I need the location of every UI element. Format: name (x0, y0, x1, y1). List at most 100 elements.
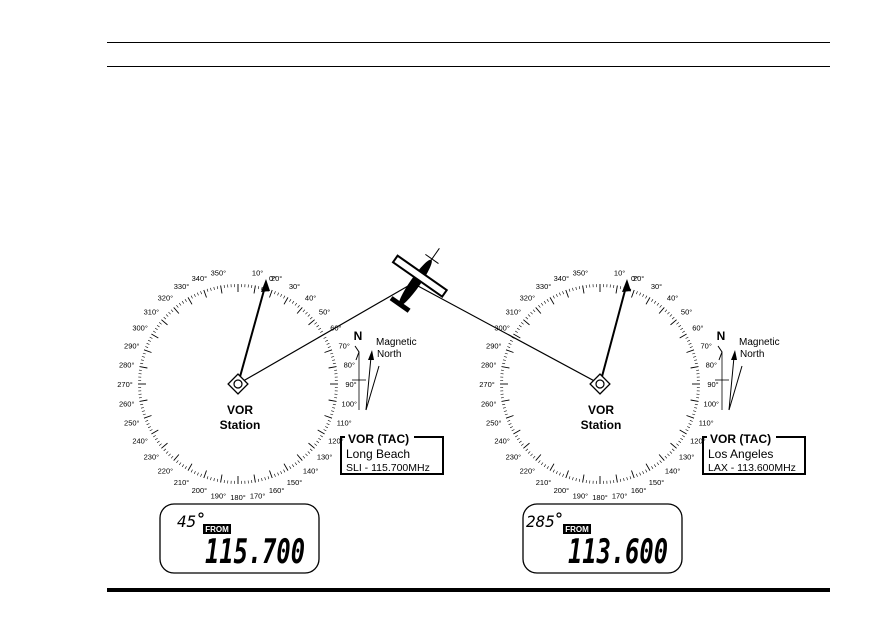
compass-tick (659, 305, 662, 308)
compass-tick (619, 478, 622, 482)
compass-degree-label-left: 120° (328, 437, 344, 446)
compass-tick (515, 435, 518, 438)
compass-tick (509, 339, 513, 342)
compass-tick (559, 472, 561, 476)
compass-tick (178, 302, 182, 306)
compass-degree-label-right: 310° (506, 307, 522, 316)
compass-tick (197, 472, 199, 476)
compass-degree-label-left: 310° (144, 307, 160, 316)
compass-tick (267, 476, 270, 480)
compass-tick (509, 426, 513, 429)
compass-tick (274, 291, 276, 295)
compass-tick (631, 470, 635, 479)
compass-tick (332, 362, 336, 365)
compass-degree-label-left: 110° (337, 419, 352, 428)
compass-tick (139, 366, 148, 369)
compass-tick (540, 462, 544, 466)
info-box-left: VOR (TAC) Long Beach SLI - 115.700MHz (340, 432, 444, 475)
compass-tick (656, 462, 660, 466)
compass-degree-label-right: 40° (667, 293, 678, 302)
compass-tick (305, 311, 308, 315)
compass-tick (687, 339, 691, 342)
compass-degree-label-left: 320° (158, 293, 174, 302)
compass-tick (165, 314, 169, 317)
compass-degree-label-left: 230° (144, 453, 160, 462)
magnetic-north-right: N Magnetic North (715, 329, 780, 411)
compass-tick (642, 293, 645, 297)
station-label-right: Station (581, 418, 622, 432)
compass-degree-label-left: 140° (303, 467, 319, 476)
compass-degree-label-left: 50° (319, 307, 330, 316)
compass-tick (159, 322, 162, 325)
compass-tick (535, 307, 542, 314)
lcd-mode-badge-right (563, 524, 591, 534)
compass-tick (642, 471, 645, 475)
compass-tick (582, 285, 585, 294)
compass-tick (274, 473, 276, 477)
compass-tick (518, 324, 522, 328)
compass-tick (156, 324, 160, 328)
compass-tick (139, 399, 148, 402)
compass-degree-label-right: 240° (494, 437, 510, 446)
info-city-right: Los Angeles (708, 447, 773, 461)
compass-tick (578, 478, 581, 482)
compass-tick (269, 470, 273, 479)
compass-tick (151, 333, 159, 339)
compass-tick (145, 346, 149, 348)
compass-tick (507, 346, 511, 348)
compass-tick (507, 420, 511, 422)
compass-tick (535, 454, 542, 461)
compass-tick (269, 289, 273, 298)
compass-tick (682, 435, 685, 438)
compass-tick (291, 300, 295, 304)
compass-degree-label-right: 260° (481, 400, 497, 409)
lcd-bearing-right: 285 (526, 512, 555, 531)
compass-degree-label-right: 300° (494, 324, 510, 333)
compass-degree-label-right: 10° (614, 269, 625, 278)
bottom-rule (107, 588, 830, 592)
compass-degree-label-left: 0° (269, 274, 276, 283)
compass-tick (280, 471, 283, 475)
compass-tick (694, 362, 698, 365)
compass-tick (302, 309, 306, 313)
compass-tick (631, 289, 635, 298)
compass-tick (692, 352, 696, 355)
compass-tick (200, 291, 202, 295)
compass-tick (307, 451, 311, 454)
compass-tick (193, 293, 196, 297)
compass-degree-label-left: 270° (117, 380, 133, 389)
compass-tick (294, 462, 298, 466)
compass-tick (325, 426, 329, 429)
compass-tick (314, 322, 317, 325)
compass-tick (651, 299, 654, 302)
compass-tick (656, 302, 660, 306)
compass-tick (678, 440, 682, 444)
compass-tick (521, 443, 524, 446)
compass-tick (572, 477, 574, 481)
compass-tick (521, 322, 524, 325)
compass-tick (504, 352, 508, 355)
compass-degree-label-right: 280° (481, 360, 497, 369)
compass-degree-label-left: 280° (119, 360, 135, 369)
compass-degree-label-left: 300° (132, 324, 148, 333)
compass-degree-label-right: 60° (692, 324, 703, 333)
compass-tick (676, 443, 679, 446)
north-label-left: North (377, 349, 401, 360)
compass-degree-label-right: 150° (649, 478, 665, 487)
compass-tick (532, 309, 536, 313)
compass-tick (523, 442, 530, 449)
compass-tick (181, 300, 185, 304)
compass-tick (332, 403, 336, 406)
compass-tick (283, 463, 289, 471)
compass-tick (308, 442, 315, 449)
radial-line-right (417, 285, 601, 385)
compass-tick (559, 292, 561, 296)
station-label-left: Station (220, 418, 261, 432)
compass-tick (331, 410, 335, 412)
compass-degree-label-right: 120° (690, 437, 706, 446)
compass-tick (689, 346, 693, 348)
compass-degree-label-right: 340° (554, 274, 570, 283)
compass-tick (296, 307, 303, 314)
compass-tick (572, 287, 574, 291)
